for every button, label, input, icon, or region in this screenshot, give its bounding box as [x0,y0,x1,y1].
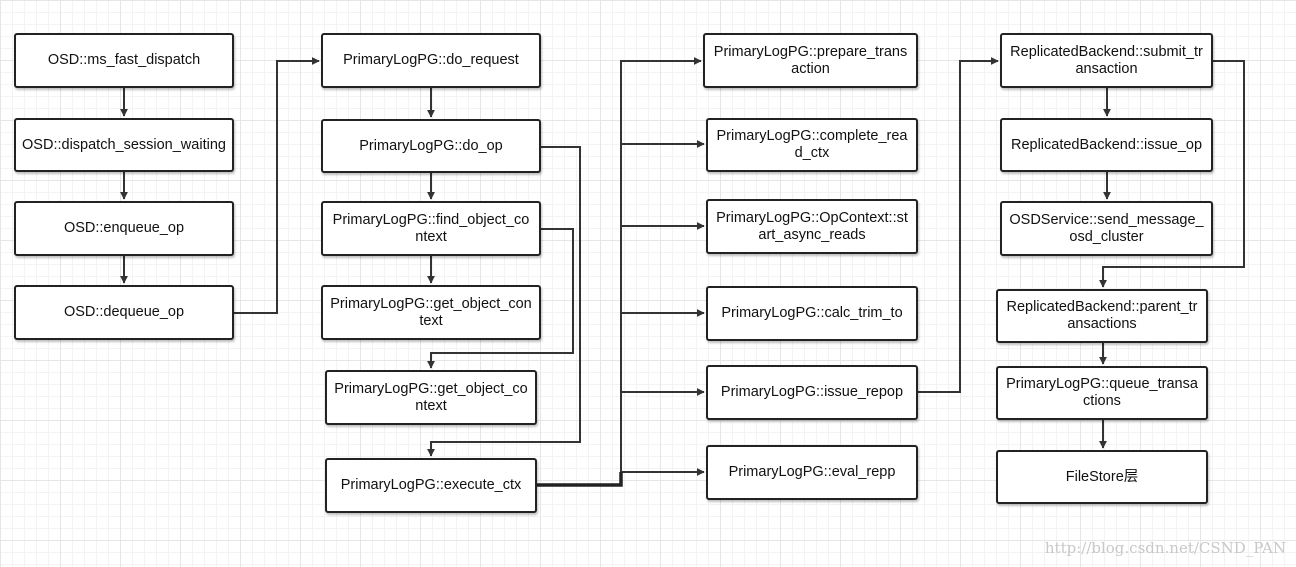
node-label: OSDService::send_message_osd_cluster [1009,211,1204,245]
edge-find-object-context-to-get-object-context-2 [427,228,574,369]
node-label: PrimaryLogPG::calc_trim_to [721,305,903,321]
node-pg-get-object-context-2: PrimaryLogPG::get_object_context [325,370,537,425]
node-pg-issue-repop: PrimaryLogPG::issue_repop [706,365,918,420]
node-pg-opcontext-start-async-reads: PrimaryLogPG::OpContext::start_async_rea… [706,199,918,254]
node-pg-do-op: PrimaryLogPG::do_op [321,119,541,173]
node-rb-submit-transaction: ReplicatedBackend::submit_transaction [1000,33,1213,88]
node-label: PrimaryLogPG::get_object_context [334,380,528,414]
node-pg-prepare-transaction: PrimaryLogPG::prepare_transaction [703,33,918,88]
node-osd-ms-fast-dispatch: OSD::ms_fast_dispatch [14,33,234,88]
node-label: PrimaryLogPG::eval_repp [728,464,896,480]
node-label: PrimaryLogPG::OpContext::start_async_rea… [716,209,908,243]
node-pg-do-request: PrimaryLogPG::do_request [321,33,541,88]
edge-do-op-to-execute-ctx [427,146,581,457]
node-label: ReplicatedBackend::parent_transactions [1006,299,1198,332]
node-pg-queue-transactions: PrimaryLogPG::queue_transactions [996,366,1208,420]
node-osdservice-send-message-osd-cluster: OSDService::send_message_osd_cluster [1000,201,1213,256]
edge-submit-transaction-to-parent-transactions [1099,60,1245,288]
node-label: PrimaryLogPG::do_request [343,52,519,68]
node-label: PrimaryLogPG::prepare_transaction [713,43,908,77]
node-pg-get-object-context-1: PrimaryLogPG::get_object_context [321,285,541,340]
edge-dequeue-op-to-do-request [234,57,320,314]
node-label: OSD::dequeue_op [63,304,185,320]
node-label: ReplicatedBackend::submit_transaction [1010,43,1203,77]
node-osd-dispatch-session-waiting: OSD::dispatch_session_waiting [14,118,234,172]
node-label: PrimaryLogPG::do_op [359,137,503,154]
edge-execute-ctx-to-prepare-transaction [537,57,702,486]
node-pg-complete-read-ctx: PrimaryLogPG::complete_read_ctx [706,118,918,172]
node-label: ReplicatedBackend::issue_op [1010,136,1203,153]
node-rb-parent-transactions: ReplicatedBackend::parent_transactions [996,289,1208,343]
node-osd-dequeue-op: OSD::dequeue_op [14,285,234,340]
node-pg-find-object-context: PrimaryLogPG::find_object_context [321,201,541,256]
node-label: OSD::ms_fast_dispatch [47,52,201,68]
node-label: PrimaryLogPG::queue_transactions [1006,376,1198,409]
node-label: PrimaryLogPG::issue_repop [720,384,904,400]
node-label: PrimaryLogPG::execute_ctx [340,477,522,493]
node-label: FileStore层 [1065,468,1139,485]
node-rb-issue-op: ReplicatedBackend::issue_op [1000,118,1213,172]
node-osd-enqueue-op: OSD::enqueue_op [14,201,234,256]
node-label: PrimaryLogPG::find_object_context [332,211,530,245]
node-label: PrimaryLogPG::get_object_context [330,295,532,329]
node-pg-eval-repp: PrimaryLogPG::eval_repp [706,445,918,500]
node-pg-calc-trim-to: PrimaryLogPG::calc_trim_to [706,286,918,341]
node-label: OSD::dispatch_session_waiting [22,136,226,153]
node-filestore-layer: FileStore层 [996,450,1208,504]
watermark-text: http://blog.csdn.net/CSND_PAN [1044,539,1286,557]
node-label: OSD::enqueue_op [63,220,185,236]
node-pg-execute-ctx: PrimaryLogPG::execute_ctx [325,458,537,513]
node-label: PrimaryLogPG::complete_read_ctx [716,128,908,161]
edge-issue-repop-to-submit-transaction [918,57,999,393]
